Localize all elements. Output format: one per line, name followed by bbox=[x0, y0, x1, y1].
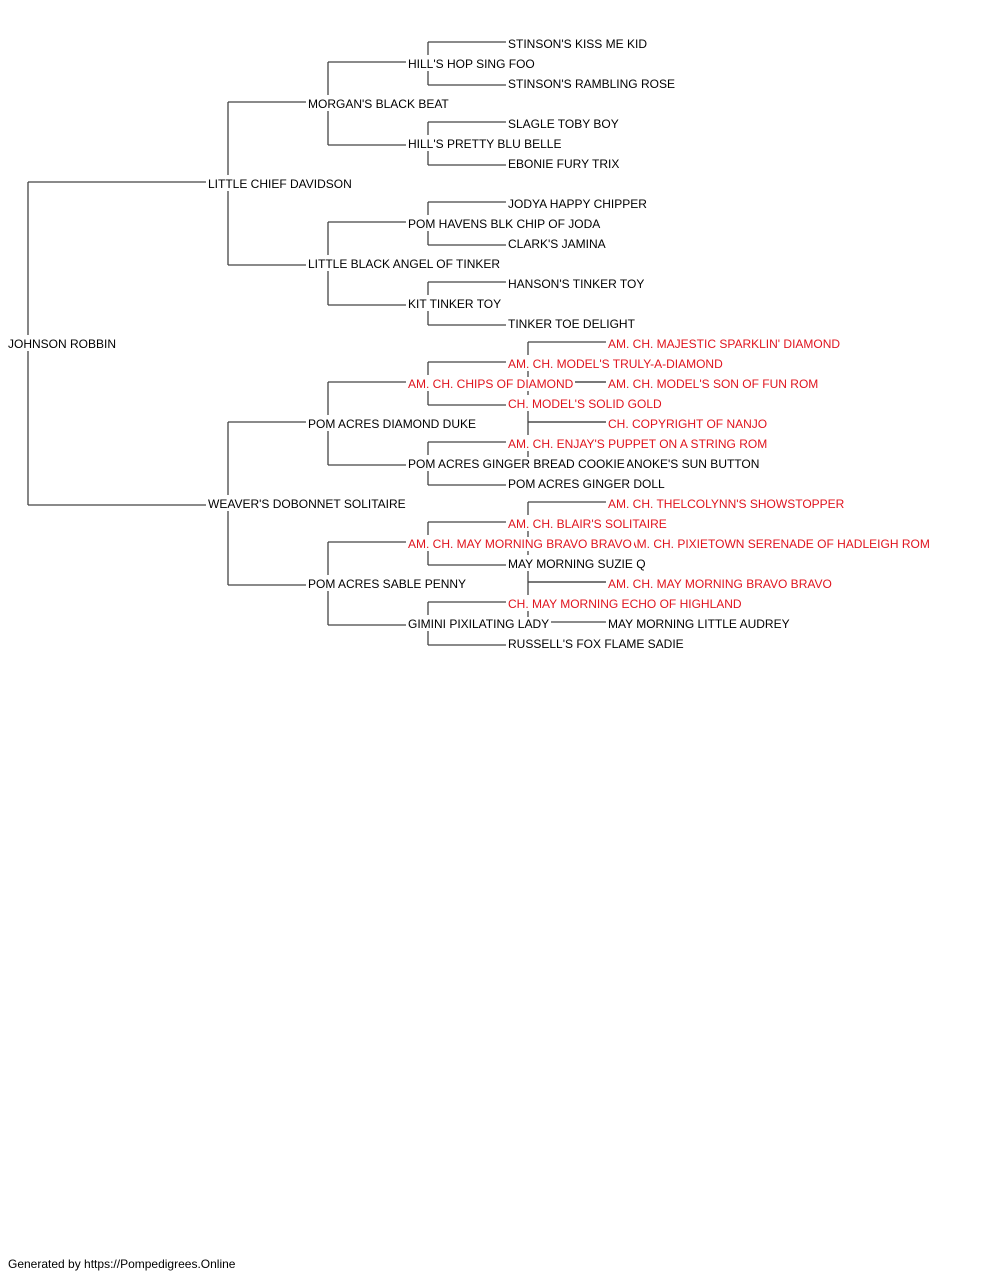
pedigree-node-gen-4: JODYA HAPPY CHIPPER bbox=[508, 197, 649, 211]
pedigree-node-gen-2: MORGAN'S BLACK BEAT bbox=[308, 97, 451, 111]
pedigree-node-gen-4: CH. MODEL'S SOLID GOLD bbox=[508, 397, 664, 411]
generated-by-footer: Generated by https://Pompedigrees.Online bbox=[8, 1257, 236, 1271]
pedigree-node-gen-3: GIMINI PIXILATING LADY bbox=[408, 617, 552, 631]
pedigree-node-gen-3: HILL'S PRETTY BLU BELLE bbox=[408, 137, 564, 151]
pedigree-node-gen-4: STINSON'S RAMBLING ROSE bbox=[508, 77, 677, 91]
pedigree-node-gen-4: HANSON'S TINKER TOY bbox=[508, 277, 647, 291]
pedigree-node-gen-2: POM ACRES DIAMOND DUKE bbox=[308, 417, 479, 431]
pedigree-node-gen-1: WEAVER'S DOBONNET SOLITAIRE bbox=[208, 497, 408, 511]
pedigree-node-gen-3: AM. CH. MAY MORNING BRAVO BRAVO bbox=[408, 537, 634, 551]
pedigree-node-gen-4: TINKER TOE DELIGHT bbox=[508, 317, 637, 331]
pedigree-node-gen-5: MAY MORNING LITTLE AUDREY bbox=[608, 617, 792, 631]
pedigree-node-gen-4: CH. MAY MORNING ECHO OF HIGHLAND bbox=[508, 597, 744, 611]
pedigree-node-gen-4: CLARK'S JAMINA bbox=[508, 237, 608, 251]
pedigree-node-gen-5: AM. CH. MAY MORNING BRAVO BRAVO bbox=[608, 577, 834, 591]
pedigree-node-gen-4: AM. CH. MODEL'S TRULY-A-DIAMOND bbox=[508, 357, 725, 371]
pedigree-node-gen-5: ROANOKE'S SUN BUTTON bbox=[608, 457, 762, 471]
pedigree-node-gen-4: MAY MORNING SUZIE Q bbox=[508, 557, 648, 571]
pedigree-node-gen-3: HILL'S HOP SING FOO bbox=[408, 57, 537, 71]
pedigree-node-gen-5: AM. CH. MAJESTIC SPARKLIN' DIAMOND bbox=[608, 337, 843, 351]
pedigree-node-gen-4: STINSON'S KISS ME KID bbox=[508, 37, 649, 51]
pedigree-node-gen-4: POM ACRES GINGER DOLL bbox=[508, 477, 667, 491]
pedigree-node-gen-2: POM ACRES SABLE PENNY bbox=[308, 577, 469, 591]
pedigree-node-gen-4: AM. CH. ENJAY'S PUPPET ON A STRING ROM bbox=[508, 437, 770, 451]
pedigree-node-gen-3: POM ACRES GINGER BREAD COOKIE bbox=[408, 457, 627, 471]
pedigree-node-gen-5: CH. COPYRIGHT OF NANJO bbox=[608, 417, 770, 431]
pedigree-node-gen-0: JOHNSON ROBBIN bbox=[8, 337, 119, 351]
pedigree-node-gen-3: AM. CH. CHIPS OF DIAMOND bbox=[408, 377, 576, 391]
pedigree-node-gen-4: SLAGLE TOBY BOY bbox=[508, 117, 621, 131]
pedigree-node-gen-1: LITTLE CHIEF DAVIDSON bbox=[208, 177, 354, 191]
pedigree-node-gen-3: POM HAVENS BLK CHIP OF JODA bbox=[408, 217, 603, 231]
pedigree-node-gen-4: AM. CH. BLAIR'S SOLITAIRE bbox=[508, 517, 669, 531]
pedigree-node-gen-2: LITTLE BLACK ANGEL OF TINKER bbox=[308, 257, 503, 271]
pedigree-node-gen-4: RUSSELL'S FOX FLAME SADIE bbox=[508, 637, 686, 651]
pedigree-node-gen-3: KIT TINKER TOY bbox=[408, 297, 504, 311]
pedigree-node-gen-5: AM. CH. THELCOLYNN'S SHOWSTOPPER bbox=[608, 497, 847, 511]
pedigree-node-gen-5: CH.AM. CH. PIXIETOWN SERENADE OF HADLEIG… bbox=[608, 537, 932, 551]
pedigree-node-gen-4: EBONIE FURY TRIX bbox=[508, 157, 622, 171]
pedigree-node-gen-5: AM. CH. MODEL'S SON OF FUN ROM bbox=[608, 377, 821, 391]
